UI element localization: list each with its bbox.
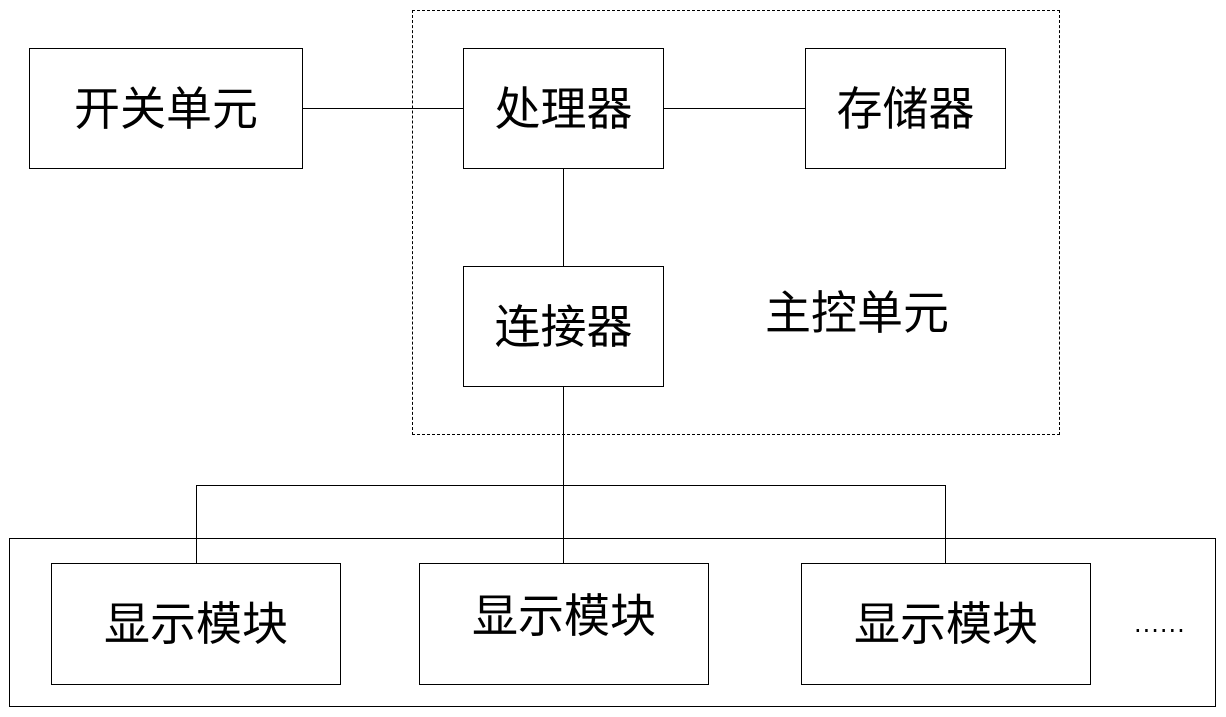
bus-display-right-line	[945, 485, 946, 564]
display-module-box-3: 显示模块	[801, 563, 1091, 685]
processor-memory-line	[663, 108, 805, 109]
memory-box: 存储器	[805, 48, 1006, 169]
display-module-box-1: 显示模块	[51, 563, 341, 685]
connector-bus-line	[563, 386, 564, 564]
main-control-unit-label: 主控单元	[765, 290, 949, 336]
processor-box: 处理器	[463, 48, 664, 169]
bus-display-left-line	[196, 485, 197, 564]
switch-unit-label: 开关单元	[74, 86, 258, 132]
processor-label: 处理器	[495, 86, 633, 132]
display-module-box-2: 显示模块	[419, 563, 709, 685]
display-module-label-2: 显示模块	[472, 593, 656, 639]
display-module-label-3: 显示模块	[854, 601, 1038, 647]
display-module-label-1: 显示模块	[104, 601, 288, 647]
connector-box: 连接器	[463, 266, 664, 387]
switch-processor-line	[302, 108, 463, 109]
processor-connector-line	[563, 168, 564, 266]
switch-unit-box: 开关单元	[29, 48, 303, 169]
memory-label: 存储器	[837, 86, 975, 132]
display-bus-line	[196, 485, 946, 486]
more-modules-ellipsis: ......	[1134, 610, 1186, 638]
connector-label: 连接器	[495, 304, 633, 350]
